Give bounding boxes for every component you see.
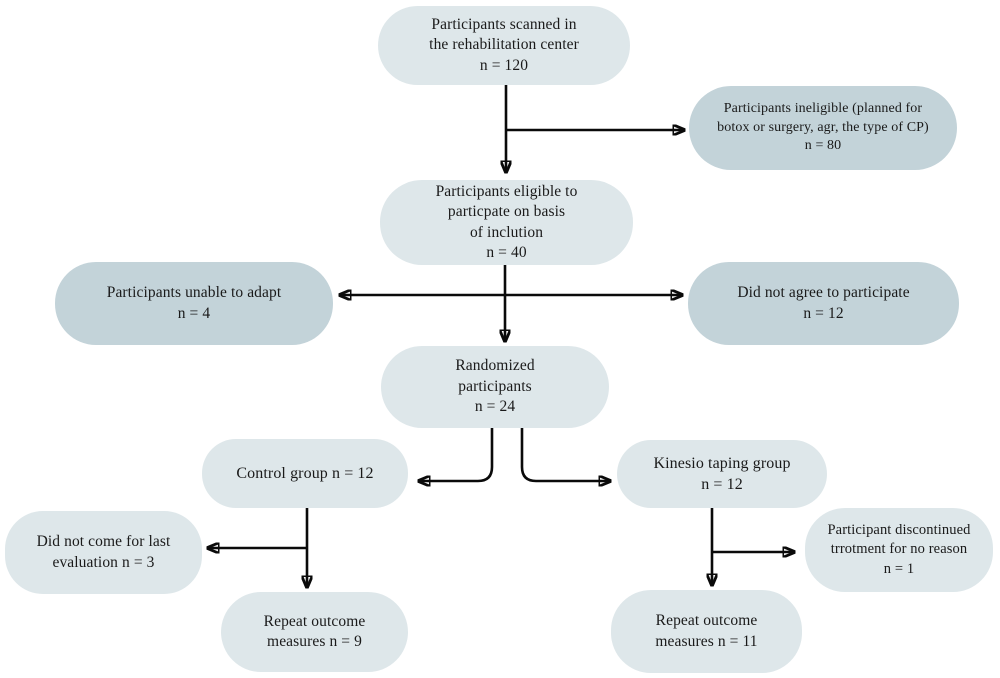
- node-kinesio-taping-group: Kinesio taping group n = 12: [617, 440, 827, 508]
- node-unable-to-adapt: Participants unable to adapt n = 4: [55, 262, 333, 345]
- node-repeat-outcome-control: Repeat outcome measures n = 9: [221, 592, 408, 672]
- node-did-not-agree: Did not agree to participate n = 12: [688, 262, 959, 345]
- node-discontinued-treatment: Participant discontinued trrotment for n…: [805, 508, 993, 592]
- node-randomized-participants: Randomized participants n = 24: [381, 346, 609, 428]
- node-control-group: Control group n = 12: [202, 439, 408, 508]
- node-participants-eligible: Participants eligible to particpate on b…: [380, 180, 633, 265]
- connector-randomized-to-control: [419, 428, 494, 481]
- node-repeat-outcome-kinesio: Repeat outcome measures n = 11: [611, 590, 802, 673]
- node-participants-scanned: Participants scanned in the rehabilitati…: [378, 6, 630, 85]
- node-participants-ineligible: Participants ineligible (planned for bot…: [689, 86, 957, 170]
- connector-randomized-to-kinesio: [520, 428, 610, 481]
- node-no-last-evaluation: Did not come for last evaluation n = 3: [5, 511, 202, 594]
